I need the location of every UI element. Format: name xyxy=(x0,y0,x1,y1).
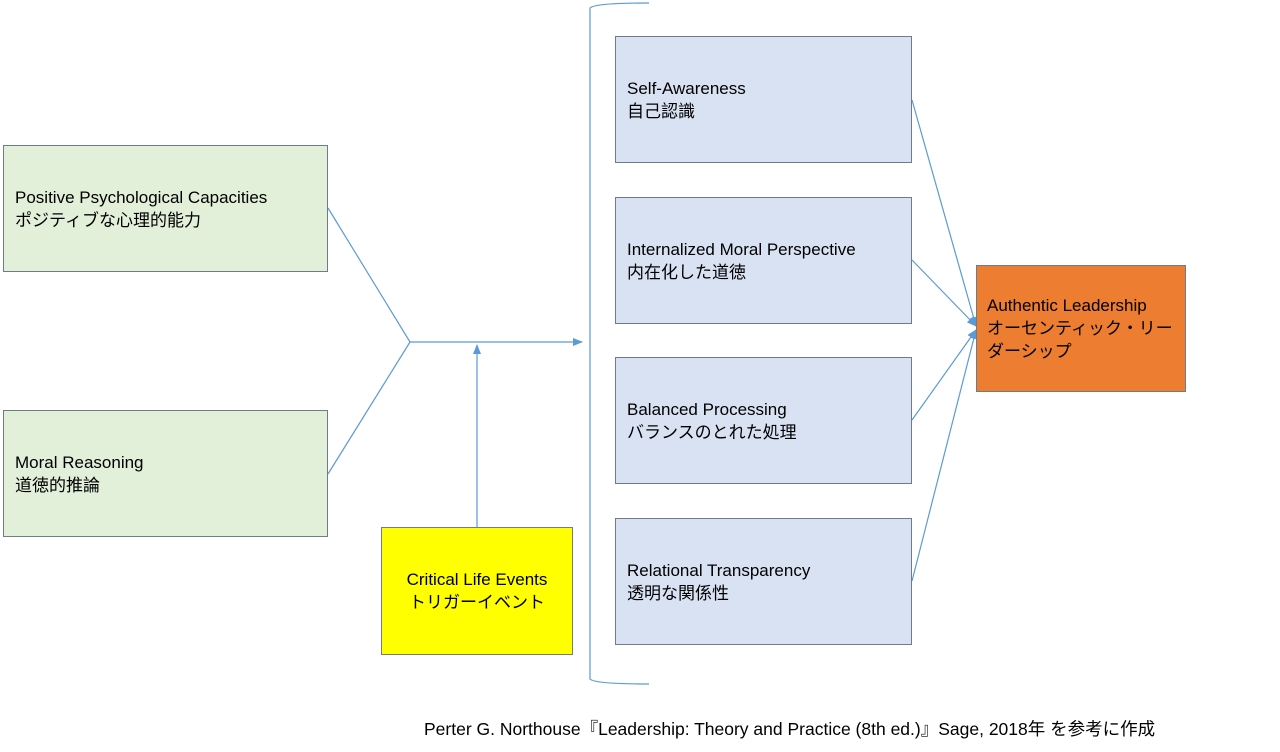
label-en: Authentic Leadership xyxy=(987,296,1147,315)
label-ja: 内在化した道徳 xyxy=(627,262,746,282)
outcome-authentic-leadership: Authentic Leadership オーセンティック・リーダーシップ xyxy=(976,265,1186,392)
trigger-critical-life-events: Critical Life Events トリガーイベント xyxy=(381,527,573,655)
label-ja: ポジティブな心理的能力 xyxy=(15,210,201,230)
arrow-rt-to-al xyxy=(911,329,978,582)
antecedent-positive-psychological-capacities: Positive Psychological Capacities ポジティブな… xyxy=(3,145,328,272)
label-en: Moral Reasoning xyxy=(15,452,144,472)
label-ja: 道徳的推論 xyxy=(15,475,100,495)
components-bracket xyxy=(589,2,650,685)
connector-mr-to-join xyxy=(327,341,411,475)
component-relational-transparency: Relational Transparency 透明な関係性 xyxy=(615,518,912,645)
antecedent-moral-reasoning: Moral Reasoning 道徳的推論 xyxy=(3,410,328,537)
connector-ppc-to-join xyxy=(327,207,411,343)
label-ja: オーセンティック・リーダーシップ xyxy=(987,319,1173,361)
label-en: Self-Awareness xyxy=(627,78,746,98)
label-en: Relational Transparency xyxy=(627,560,811,580)
label-en: Critical Life Events xyxy=(406,570,548,589)
label-ja: 透明な関係性 xyxy=(627,583,729,603)
label-ja: バランスのとれた処理 xyxy=(627,422,797,442)
arrow-imp-to-al xyxy=(911,259,977,327)
label-en: Positive Psychological Capacities xyxy=(15,187,268,207)
arrow-bp-to-al xyxy=(911,329,977,421)
component-internalized-moral-perspective: Internalized Moral Perspective 内在化した道徳 xyxy=(615,197,912,324)
component-balanced-processing: Balanced Processing バランスのとれた処理 xyxy=(615,357,912,484)
citation: Perter G. Northouse『Leadership: Theory a… xyxy=(424,719,1156,739)
label-ja: トリガーイベント xyxy=(409,593,545,612)
label-ja: 自己認識 xyxy=(627,101,695,121)
arrow-sa-to-al xyxy=(911,99,978,327)
component-self-awareness: Self-Awareness 自己認識 xyxy=(615,36,912,163)
label-en: Balanced Processing xyxy=(627,399,787,419)
label-en: Internalized Moral Perspective xyxy=(627,239,856,259)
